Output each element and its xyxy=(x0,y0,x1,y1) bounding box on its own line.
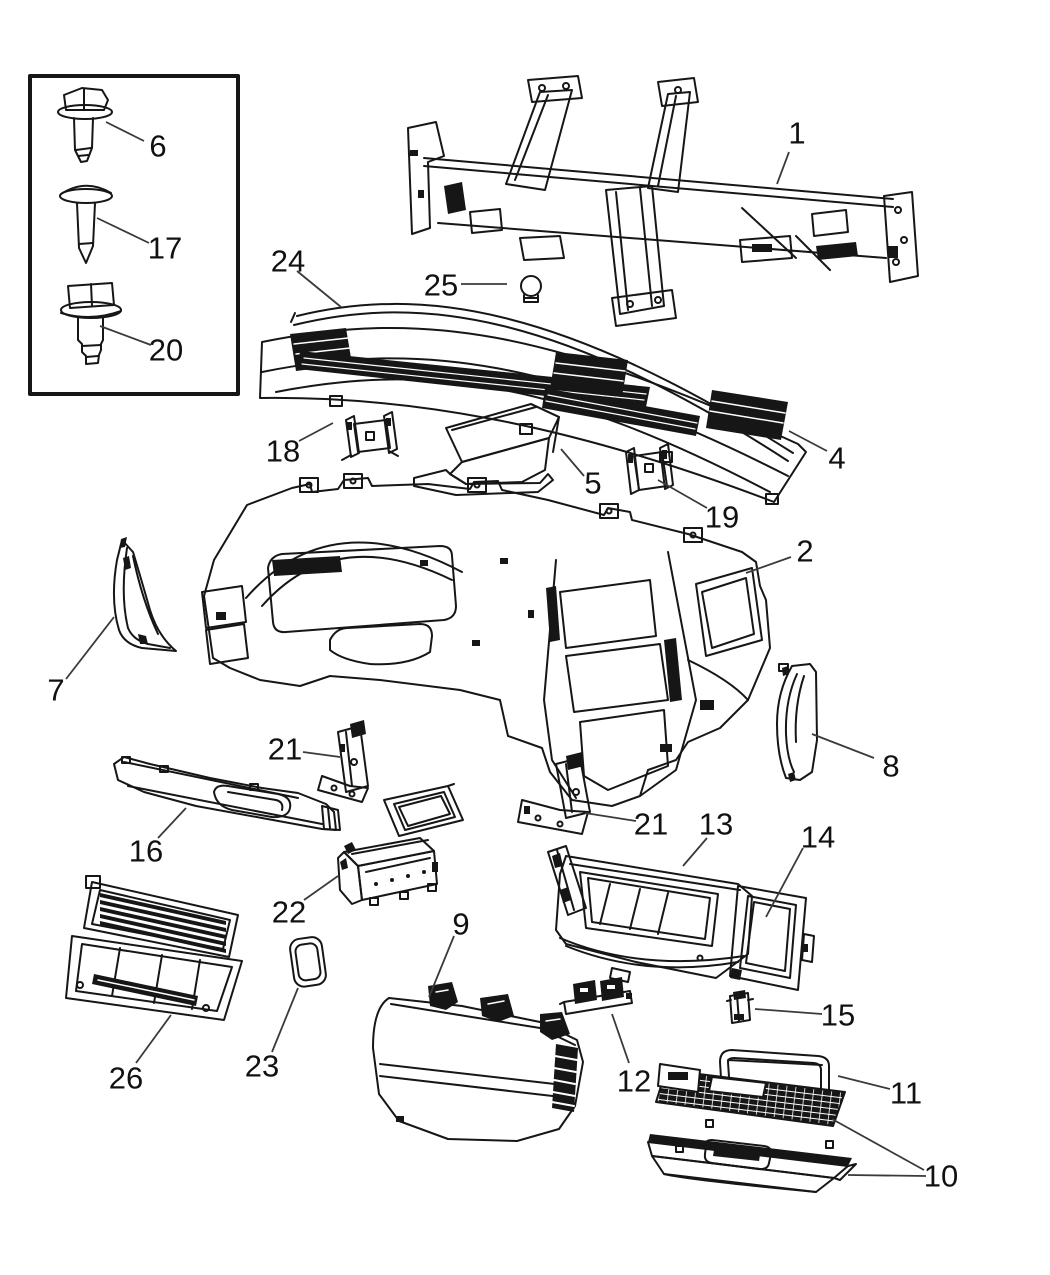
leader-line-15 xyxy=(754,1008,823,1015)
bracket-21-right xyxy=(517,752,591,835)
bracket-21-left xyxy=(317,720,369,803)
callout-label-20: 20 xyxy=(148,332,184,368)
leader-line-10 xyxy=(847,1174,927,1177)
callout-label-23: 23 xyxy=(244,1048,280,1084)
louver-panel-26 xyxy=(65,875,243,1021)
bin-frame-14 xyxy=(729,885,815,991)
callout-label-25: 25 xyxy=(423,267,459,303)
callout-label-1: 1 xyxy=(788,115,806,151)
callout-label-2: 2 xyxy=(796,533,814,569)
leader-line-24 xyxy=(296,270,342,308)
bezel-23 xyxy=(289,936,327,988)
console-bin-13 xyxy=(547,845,753,983)
callout-label-24: 24 xyxy=(270,243,306,279)
callout-label-15: 15 xyxy=(820,997,856,1033)
callout-label-21: 21 xyxy=(267,731,303,767)
lh-end-cap xyxy=(112,537,177,652)
clip-15 xyxy=(726,990,754,1024)
cross-car-beam xyxy=(407,75,919,327)
bolt-20 xyxy=(60,282,122,365)
glovebox-door-9 xyxy=(372,982,584,1142)
windshield-trim-strip xyxy=(290,302,794,462)
callout-label-22: 22 xyxy=(271,894,307,930)
screw-17 xyxy=(59,184,113,264)
rh-end-cap xyxy=(776,663,818,782)
leader-line-19 xyxy=(657,479,708,509)
bracket-18 xyxy=(341,411,399,461)
leader-line-21 xyxy=(302,751,341,758)
plug-cap xyxy=(520,275,542,303)
callout-label-4: 4 xyxy=(828,440,846,476)
leader-line-13 xyxy=(682,837,708,867)
leader-line-1 xyxy=(776,151,790,185)
callout-label-14: 14 xyxy=(800,819,836,855)
leader-line-5 xyxy=(560,448,585,477)
bolt-6 xyxy=(57,87,113,163)
callout-label-26: 26 xyxy=(108,1060,144,1096)
storage-basket-11 xyxy=(655,1049,846,1149)
display-hood xyxy=(413,403,560,496)
leader-line-2 xyxy=(745,556,792,574)
leader-line-9 xyxy=(428,935,455,998)
leader-line-10 xyxy=(831,1118,925,1171)
leader-line-14 xyxy=(765,847,804,918)
callout-label-7: 7 xyxy=(47,672,65,708)
latch-12 xyxy=(559,977,633,1015)
leader-line-21 xyxy=(584,812,637,822)
callout-label-11: 11 xyxy=(889,1075,923,1111)
leader-line-22 xyxy=(303,875,339,901)
leader-line-8 xyxy=(811,733,875,759)
leader-line-23 xyxy=(271,987,299,1053)
leader-line-26 xyxy=(135,1014,172,1064)
callout-label-13: 13 xyxy=(698,806,734,842)
leader-line-18 xyxy=(298,422,334,442)
callout-label-9: 9 xyxy=(452,906,470,942)
callout-label-17: 17 xyxy=(147,230,183,266)
leader-line-6 xyxy=(105,121,145,142)
leader-line-12 xyxy=(611,1013,630,1064)
callout-label-16: 16 xyxy=(128,833,164,869)
callout-label-8: 8 xyxy=(882,748,900,784)
callout-label-6: 6 xyxy=(149,128,167,164)
callout-label-12: 12 xyxy=(616,1063,652,1099)
instrument-panel-body xyxy=(201,473,771,807)
callout-label-19: 19 xyxy=(704,499,740,535)
callout-label-18: 18 xyxy=(265,433,301,469)
leader-line-17 xyxy=(96,217,150,244)
leader-line-16 xyxy=(157,807,187,839)
drawer-front-10 xyxy=(647,1134,857,1193)
callout-label-10: 10 xyxy=(923,1158,959,1194)
lh-lower-trim xyxy=(113,756,341,831)
leader-line-20 xyxy=(99,325,152,346)
callout-label-21: 21 xyxy=(633,806,669,842)
fastener-legend-box xyxy=(28,74,240,396)
module-22 xyxy=(337,837,438,906)
leader-line-11 xyxy=(837,1075,891,1090)
leader-line-7 xyxy=(65,616,115,680)
defroster-grille-panel xyxy=(259,326,807,505)
storage-tray xyxy=(383,783,464,837)
leader-line-4 xyxy=(788,430,828,452)
callout-label-5: 5 xyxy=(584,465,602,501)
